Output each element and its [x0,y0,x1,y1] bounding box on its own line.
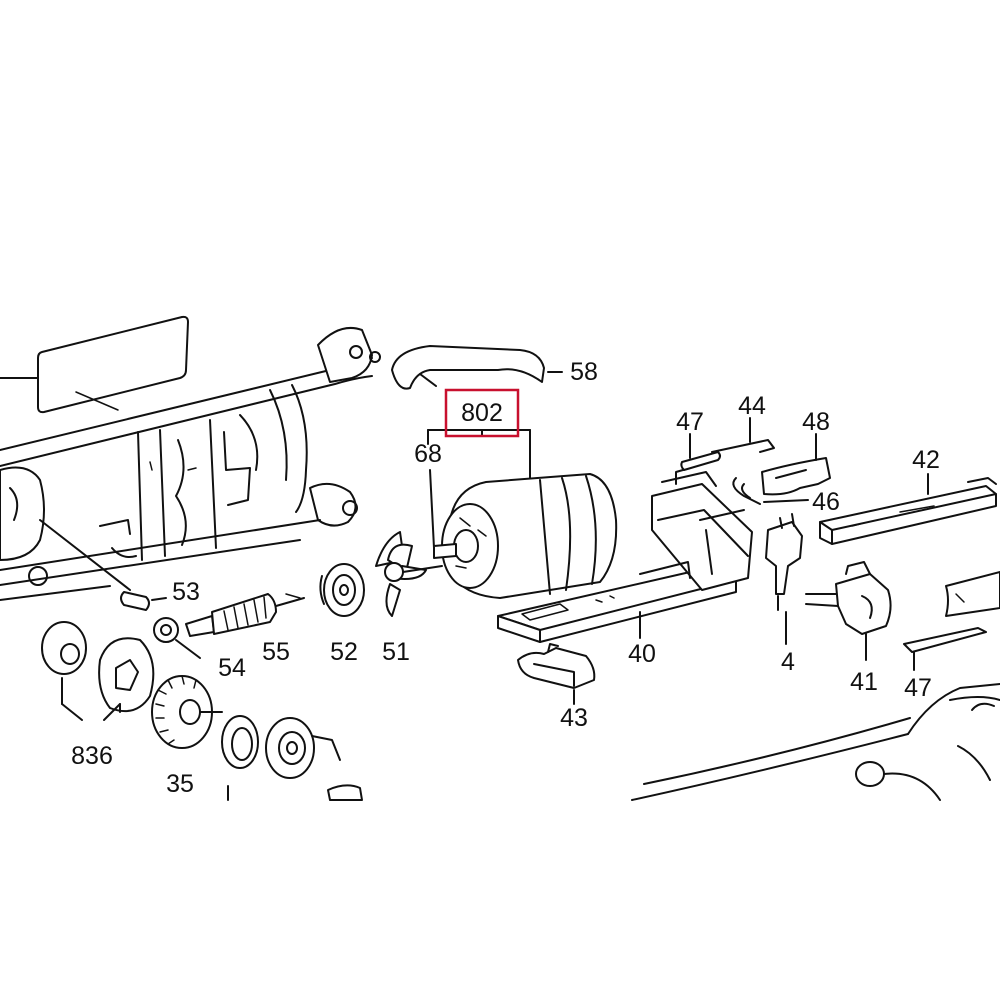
callout-41: 41 [850,668,878,696]
callout-44: 44 [738,392,766,420]
callout-52: 52 [330,638,358,666]
callout-43: 43 [560,704,588,732]
part-48-contact [761,433,831,496]
housing-frame [0,315,381,601]
part-43-clip [517,643,596,705]
callout-802: 802 [461,399,503,427]
part-47-spring-bottom [903,627,987,671]
part-802-motor [427,429,618,599]
part-58-clip [391,345,563,390]
callout-58: 58 [570,358,598,386]
callout-47-bottom: 47 [904,674,932,702]
right-side-bracket [945,571,1000,617]
part-52-bearing [319,563,365,617]
part-46-spring [732,477,809,505]
callout-836: 836 [71,742,113,770]
part-51-fan [375,531,443,617]
part-55-worm-shaft [185,593,305,637]
callout-42: 42 [912,446,940,474]
part-42-plate [819,473,997,545]
callout-47-top: 47 [676,408,704,436]
part-836-ring-set [41,621,155,721]
part-41-switch [805,561,892,661]
callout-55: 55 [262,638,290,666]
part-53-pin [39,519,167,611]
part-54-bushing [153,617,201,659]
callout-48: 48 [802,408,830,436]
callout-46: 46 [812,488,840,516]
part-35-gear [151,675,363,801]
callout-53: 53 [172,578,200,606]
callout-68: 68 [414,440,442,468]
part-47-spring-top [680,433,721,471]
callout-35: 35 [166,770,194,798]
part-44-wire [711,417,775,453]
part-4-terminal [765,513,803,645]
callout-51: 51 [382,638,410,666]
callout-40: 40 [628,640,656,668]
part-40-slider [497,467,753,643]
highlight-box-802 [444,388,520,438]
callout-4: 4 [781,648,795,676]
callout-54: 54 [218,654,246,682]
lower-housing [631,683,1000,801]
